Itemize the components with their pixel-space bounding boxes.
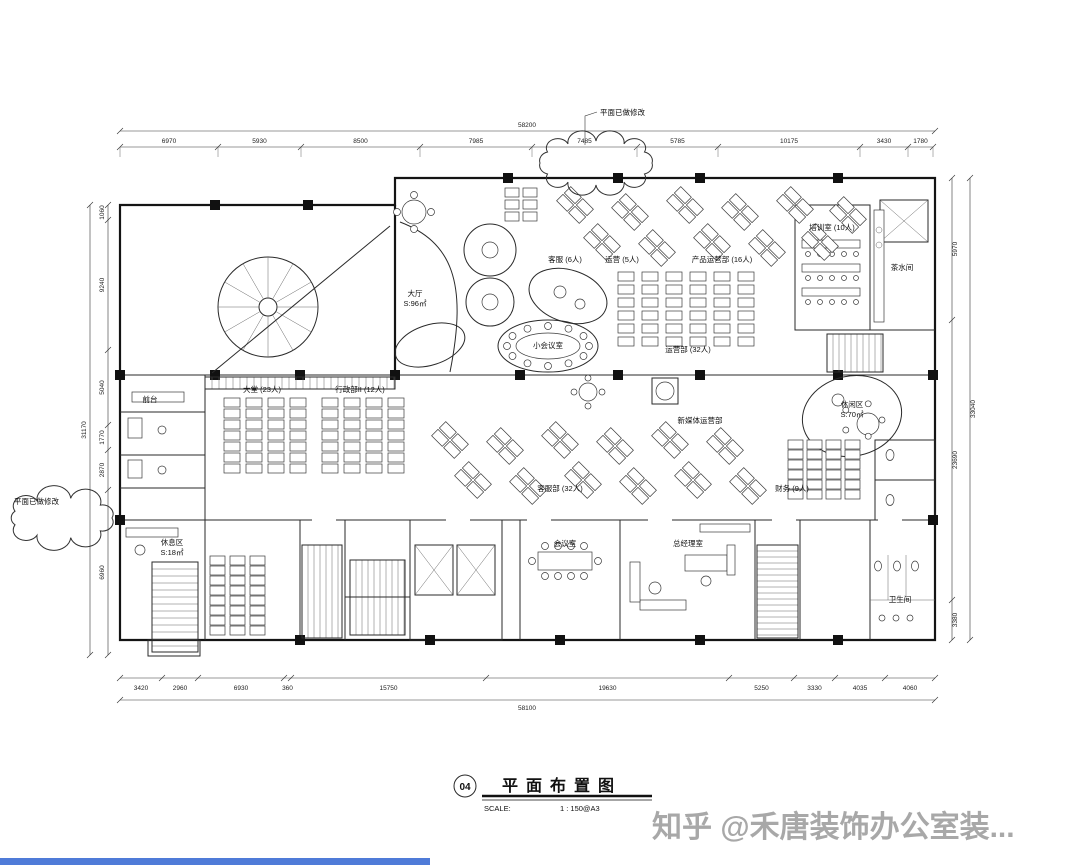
dim-top-total: 58200	[518, 122, 536, 129]
scale-value: 1 : 150@A3	[560, 804, 600, 813]
room-label: 小会议室	[533, 340, 563, 350]
room-label: S:18㎡	[161, 548, 184, 557]
sheet-number: 04	[459, 782, 471, 793]
dim-right: 3380	[952, 612, 959, 627]
dim-top: 5930	[252, 138, 267, 145]
room-label: 卫生间	[889, 594, 912, 604]
dim-top: 7485	[577, 138, 592, 145]
furniture	[125, 191, 935, 622]
dim-top: 7985	[469, 138, 484, 145]
room-label: 会议室	[554, 538, 577, 548]
dim-bottom: 6930	[234, 685, 249, 692]
dim-left: 5040	[99, 380, 106, 395]
dim-top: 5785	[670, 138, 685, 145]
dim-bottom: 3420	[134, 685, 149, 692]
room-label: S:70㎡	[841, 410, 864, 419]
dim-bottom: 4035	[853, 685, 868, 692]
watermark: 知乎 @禾唐装饰办公室装...	[652, 811, 1015, 844]
dim-right: 23690	[952, 451, 959, 469]
dim-left-total: 31170	[81, 421, 88, 439]
dim-top: 6970	[162, 138, 177, 145]
dim-right-total: 33040	[970, 400, 977, 418]
dim-right: 5970	[952, 241, 959, 256]
dim-left: 2870	[99, 462, 106, 477]
scale-label: SCALE:	[484, 804, 511, 813]
dim-top: 8500	[353, 138, 368, 145]
dim-bottom: 4060	[903, 685, 918, 692]
dim-left: 9240	[99, 277, 106, 292]
title-block: 04 平面布置图 SCALE: 1 : 150@A3	[453, 774, 652, 813]
dim-bottom: 19630	[598, 685, 616, 692]
room-label: 茶水间	[891, 262, 914, 272]
room-label: 运营 (5人)	[605, 254, 639, 264]
room-label: 产品运营部 (16人)	[692, 254, 753, 264]
room-label: 大厅	[408, 288, 423, 298]
dim-left: 1060	[99, 205, 106, 220]
dim-top: 10175	[780, 138, 798, 145]
revision-note: 平面已做修改	[600, 107, 645, 117]
dim-top: 3430	[877, 138, 892, 145]
room-label: 运营部 (32人)	[665, 344, 711, 354]
room-label: 总经理室	[673, 538, 703, 548]
room-label: S:96㎡	[404, 299, 427, 308]
dim-left: 6960	[99, 565, 106, 580]
room-label: 休息区	[161, 537, 184, 547]
dimension-lines: 58200 6970 5930 8500 7985 7485 5785 10175 3430 17…	[81, 122, 977, 712]
structural-columns	[115, 173, 938, 645]
room-label: 行政部II (12人)	[335, 384, 385, 394]
room-label: 前台	[143, 394, 158, 404]
bottom-blue-bar	[0, 858, 430, 865]
room-label: 大堂 (23人)	[243, 384, 281, 394]
dim-bottom-total: 58100	[518, 705, 536, 712]
inner-walls	[120, 199, 936, 641]
dim-bottom: 2960	[173, 685, 188, 692]
room-labels: 大堂 (23人) 行政部II (12人) 大厅S:96㎡ 客服 (6人) 运营 (5人)…	[143, 222, 914, 604]
dim-bottom: 3330	[807, 685, 822, 692]
revision-note: 平面已做修改	[14, 496, 59, 506]
room-label: 客服部 (32人)	[537, 483, 583, 493]
sheet-number-circle	[453, 774, 477, 798]
room-label: 休闲区	[841, 399, 864, 409]
room-label: 培训室 (10人)	[809, 222, 855, 232]
dim-bottom: 5250	[754, 685, 769, 692]
dim-left: 1770	[99, 430, 106, 445]
staircases	[151, 225, 884, 653]
dim-top: 1780	[913, 138, 928, 145]
outer-walls	[118, 176, 937, 657]
stair-protrusion	[147, 639, 201, 657]
room-label: 客服 (6人)	[548, 254, 582, 264]
room-label: 新媒体运营部	[678, 415, 723, 425]
dim-bottom: 360	[282, 685, 293, 692]
door-openings	[312, 514, 902, 526]
dim-bottom: 15750	[379, 685, 397, 692]
workstation-desks	[209, 186, 867, 636]
room-label: 财务 (9人)	[775, 483, 809, 493]
drawing-title: 平面布置图	[502, 776, 622, 795]
